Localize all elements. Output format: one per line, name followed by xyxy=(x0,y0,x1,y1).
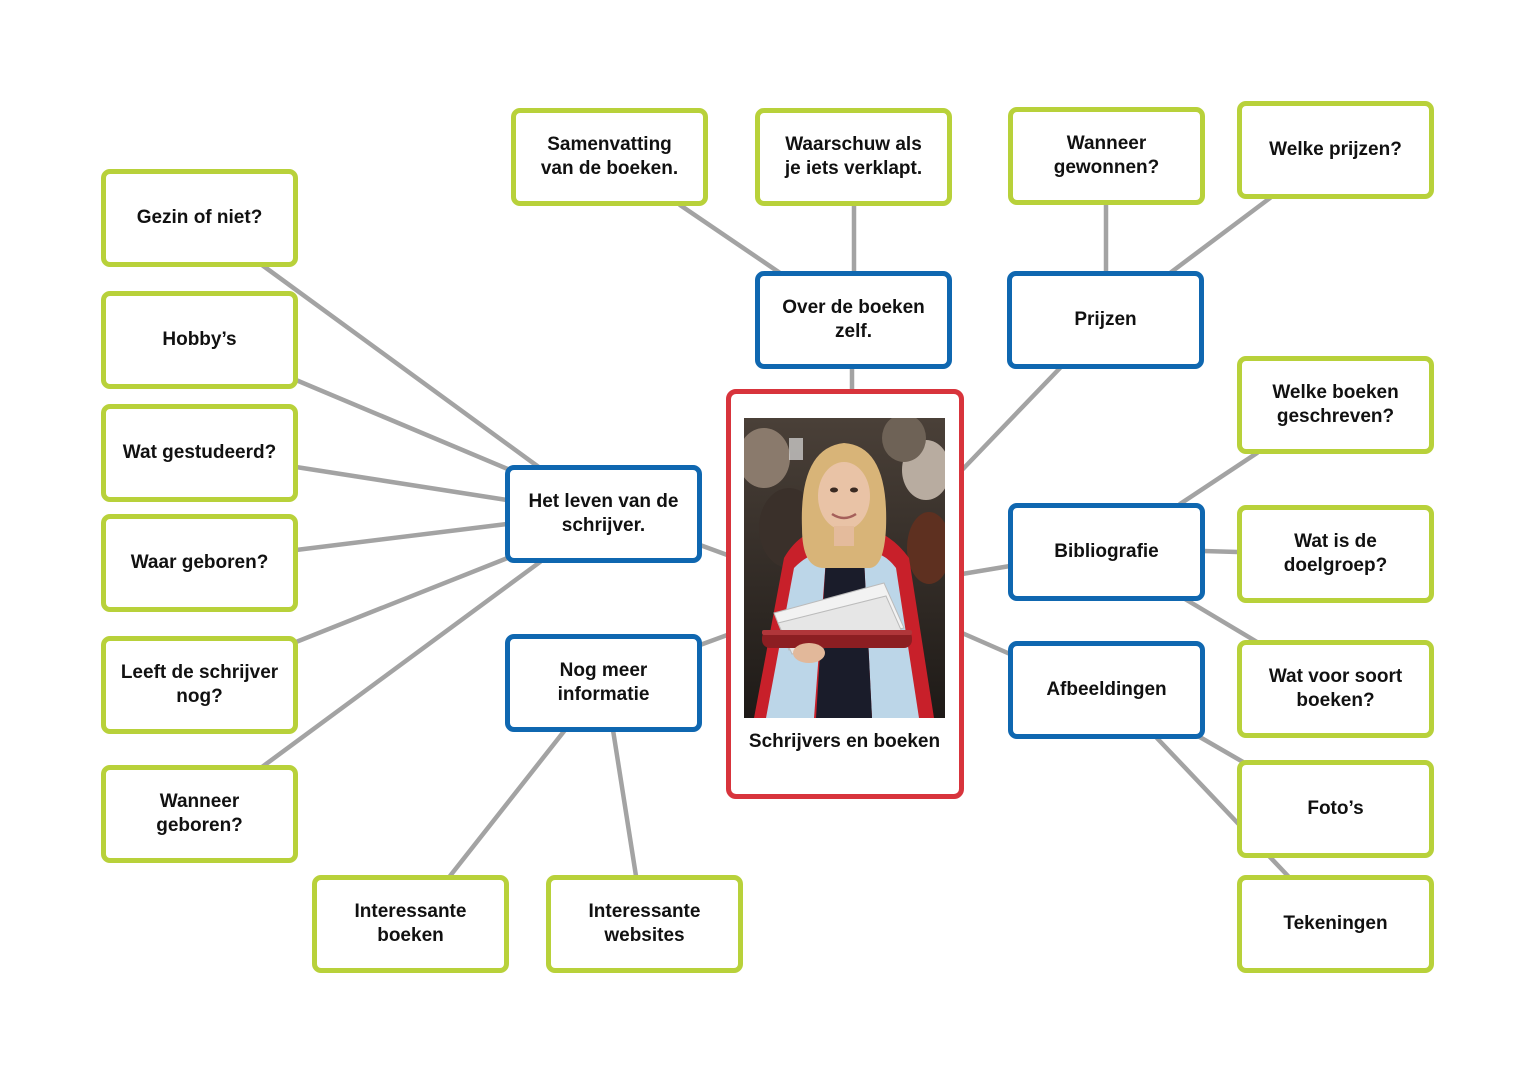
center-label: Schrijvers en boeken xyxy=(748,731,941,752)
leaf-wanneer-geboren[interactable]: Wanneer geboren? xyxy=(101,765,298,863)
connector-afbeeldingen-center xyxy=(959,630,1013,657)
connector-leven-leeft xyxy=(293,554,513,645)
leaf-samenvatting[interactable]: Samenvatting van de boeken. xyxy=(511,108,708,206)
leaf-interessante-websites[interactable]: Interessante websites xyxy=(546,875,743,973)
leaf-interessante-boeken[interactable]: Interessante boeken xyxy=(312,875,509,973)
connector-meerinfo-boeken xyxy=(447,727,568,879)
connector-bibliografie-soort xyxy=(1182,596,1260,645)
connector-leven-gezin xyxy=(259,262,543,471)
connector-afbeeldingen-fotos xyxy=(1195,733,1246,765)
leaf-tekeningen[interactable]: Tekeningen xyxy=(1237,875,1434,973)
leaf-welke-prijzen[interactable]: Welke prijzen? xyxy=(1237,101,1434,199)
leaf-fotos[interactable]: Foto’s xyxy=(1237,760,1434,858)
leaf-wat-voor-soort-boeken[interactable]: Wat voor soort boeken? xyxy=(1237,640,1434,738)
leaf-welke-boeken-geschreven[interactable]: Welke boeken geschreven? xyxy=(1237,356,1434,454)
leaf-wat-is-de-doelgroep[interactable]: Wat is de doelgroep? xyxy=(1237,505,1434,603)
branch-prijzen[interactable]: Prijzen xyxy=(1007,271,1204,369)
branch-over-de-boeken-zelf[interactable]: Over de boeken zelf. xyxy=(755,271,952,369)
branch-het-leven-van-de-schrijver[interactable]: Het leven van de schrijver. xyxy=(505,465,702,563)
connector-prijzen-welke xyxy=(1167,195,1273,276)
connector-leven-center xyxy=(697,542,733,559)
connector-bibliografie-welkeboeken xyxy=(1177,450,1260,507)
leaf-waar-geboren[interactable]: Waar geboren? xyxy=(101,514,298,612)
connector-leven-hobbys xyxy=(293,377,513,473)
connector-over-samenvatting xyxy=(677,202,783,276)
connector-leven-gestudeerd xyxy=(293,464,510,503)
leaf-wat-gestudeerd[interactable]: Wat gestudeerd? xyxy=(101,404,298,502)
leaf-hobbys[interactable]: Hobby’s xyxy=(101,291,298,389)
connector-leven-wanneergeboren xyxy=(259,559,543,770)
leaf-wanneer-gewonnen[interactable]: Wanneer gewonnen? xyxy=(1008,107,1205,205)
leaf-gezin-of-niet[interactable]: Gezin of niet? xyxy=(101,169,298,267)
leaf-waarschuw[interactable]: Waarschuw als je iets verklapt. xyxy=(755,108,952,206)
branch-nog-meer-informatie[interactable]: Nog meer informatie xyxy=(505,634,702,732)
connector-leven-waargeboren xyxy=(293,521,510,553)
connector-meerinfo-center xyxy=(697,631,733,648)
author-portrait xyxy=(744,418,945,718)
connector-prijzen-center xyxy=(959,365,1063,473)
connector-meerinfo-websites xyxy=(610,727,639,879)
branch-afbeeldingen[interactable]: Afbeeldingen xyxy=(1008,641,1205,739)
connector-bibliografie-doelgroep xyxy=(1200,548,1241,555)
connector-bibliografie-center xyxy=(959,563,1013,577)
branch-bibliografie[interactable]: Bibliografie xyxy=(1008,503,1205,601)
leaf-leeft-de-schrijver-nog[interactable]: Leeft de schrijver nog? xyxy=(101,636,298,734)
